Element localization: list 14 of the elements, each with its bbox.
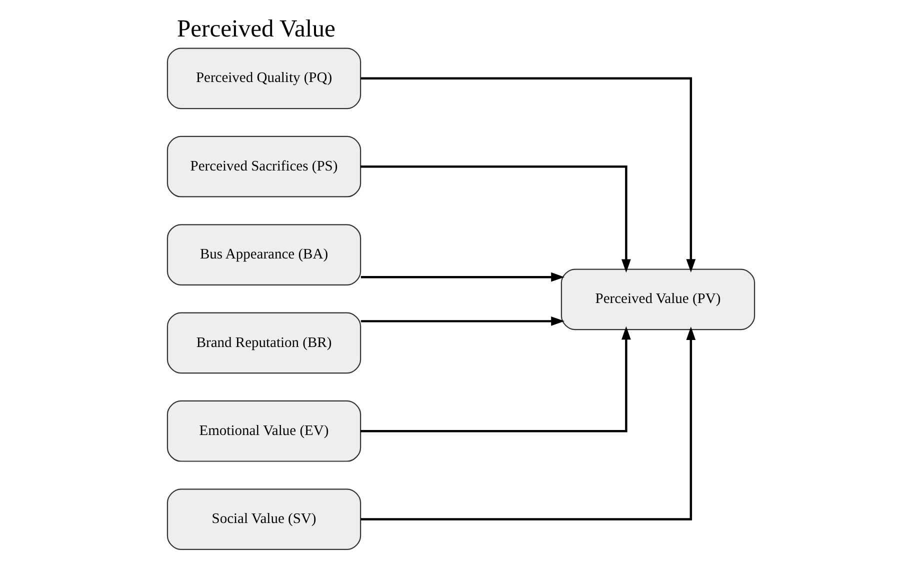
arrow [360, 326, 696, 520]
node-box: Bus Appearance (BA) [166, 224, 361, 286]
arrow [360, 165, 630, 273]
node-box: Perceived Sacrifices (PS) [166, 136, 361, 198]
arrow [360, 316, 564, 326]
arrow [360, 272, 564, 282]
arrow [360, 326, 630, 432]
diagram-title: Perceived Value [176, 16, 335, 43]
arrow [360, 77, 696, 273]
node-box: Brand Reputation (BR) [166, 312, 361, 374]
node-box: Social Value (SV) [166, 488, 361, 550]
node-box: Emotional Value (EV) [166, 400, 361, 462]
node-box: Perceived Quality (PQ) [166, 48, 361, 110]
node-box: Perceived Value (PV) [560, 268, 755, 330]
